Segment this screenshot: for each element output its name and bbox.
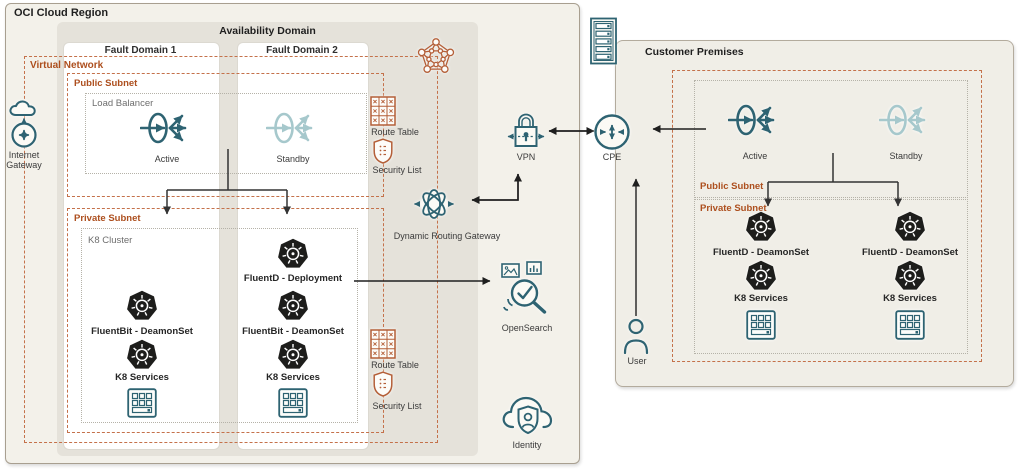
services-grid-icon <box>127 388 157 423</box>
internet-gateway-label-line1: Internet <box>8 150 40 160</box>
customer-premises-box <box>615 40 1014 387</box>
fd2-k8-services-label: K8 Services <box>266 372 320 383</box>
cp-network-border <box>672 70 982 362</box>
opensearch-label: OpenSearch <box>501 323 553 333</box>
dynamic-routing-gateway-icon <box>411 183 457 231</box>
cp-private-subnet-group <box>694 199 968 354</box>
fd2-fluentbit-label: FluentBit - DeamonSet <box>242 326 344 337</box>
cp-load-balancer-active-icon <box>727 96 782 149</box>
fault-domain-1-box <box>63 42 220 450</box>
internet-gateway-icon <box>4 100 44 153</box>
cp-public-subnet-group <box>694 80 968 198</box>
kubernetes-icon <box>277 238 309 275</box>
cp-col2-fluentd-label: FluentD - DeamonSet <box>861 247 959 258</box>
services-grid-icon <box>278 388 308 423</box>
kubernetes-icon <box>277 290 309 327</box>
virtual-network-label: Virtual Network <box>30 60 104 71</box>
server-rack-icon <box>589 17 619 70</box>
load-balancer-label: Load Balancer <box>92 98 154 109</box>
identity-label: Identity <box>512 440 542 450</box>
virtual-network-border <box>24 56 438 443</box>
kubernetes-icon <box>745 260 777 297</box>
fd1-fluentbit-label: FluentBit - DeamonSet <box>91 326 193 337</box>
customer-premises-title: Customer Premises <box>645 46 744 58</box>
public-subnet-label: Public Subnet <box>74 78 138 89</box>
k8-cluster-group <box>81 228 358 423</box>
lb-standby-label: Standby <box>276 154 310 164</box>
services-grid-icon <box>895 310 925 345</box>
security-list-icon <box>373 371 393 402</box>
kubernetes-icon <box>745 211 777 248</box>
drg-label: Dynamic Routing Gateway <box>393 231 501 241</box>
oci-region-title: OCI Cloud Region <box>14 7 109 19</box>
cp-col1-k8-services-label: K8 Services <box>734 293 788 304</box>
fd1-k8-services-label: K8 Services <box>115 372 169 383</box>
cp-public-subnet-label: Public Subnet <box>700 181 764 192</box>
cp-load-balancer-standby-icon <box>878 96 933 149</box>
vpn-label: VPN <box>516 152 536 162</box>
kubernetes-icon <box>894 211 926 248</box>
k8-cluster-label: K8 Cluster <box>88 235 133 246</box>
load-balancer-standby-icon <box>265 104 320 157</box>
kubernetes-icon <box>894 260 926 297</box>
opensearch-icon <box>500 261 552 320</box>
cpe-icon <box>593 113 631 156</box>
security-list-icon <box>373 138 393 169</box>
services-grid-icon <box>746 310 776 345</box>
route-table-icon <box>370 329 396 364</box>
cp-private-subnet-label: Private Subnet <box>700 203 767 214</box>
security-list-label: Security List <box>372 401 422 411</box>
vpn-icon <box>504 108 548 155</box>
route-table-label: Route Table <box>371 127 419 137</box>
private-subnet-label: Private Subnet <box>74 213 141 224</box>
fault-domain-1-title: Fault Domain 1 <box>104 45 177 56</box>
user-label: User <box>627 356 647 366</box>
availability-domain-title: Availability Domain <box>219 25 316 37</box>
load-balancer-active-icon <box>139 104 194 157</box>
lb-active-label: Active <box>154 154 180 164</box>
cp-col1-fluentd-label: FluentD - DeamonSet <box>712 247 810 258</box>
cpe-label: CPE <box>602 152 622 162</box>
route-table-label: Route Table <box>371 360 419 370</box>
cp-active-label: Active <box>742 151 768 161</box>
vcn-icon <box>414 37 458 83</box>
security-list-label: Security List <box>372 165 422 175</box>
identity-icon <box>501 391 555 442</box>
private-subnet-border <box>67 208 384 433</box>
fault-domain-2-title: Fault Domain 2 <box>266 45 338 56</box>
internet-gateway-label-line2: Gateway <box>6 160 42 171</box>
user-icon <box>622 318 650 359</box>
kubernetes-icon <box>126 290 158 327</box>
fd2-fluentd-deployment-label: FluentD - Deployment <box>243 273 343 284</box>
cp-col2-k8-services-label: K8 Services <box>883 293 937 304</box>
cp-standby-label: Standby <box>889 151 923 161</box>
public-subnet-border <box>67 73 384 197</box>
route-table-icon <box>370 96 396 131</box>
kubernetes-icon <box>126 339 158 376</box>
kubernetes-icon <box>277 339 309 376</box>
